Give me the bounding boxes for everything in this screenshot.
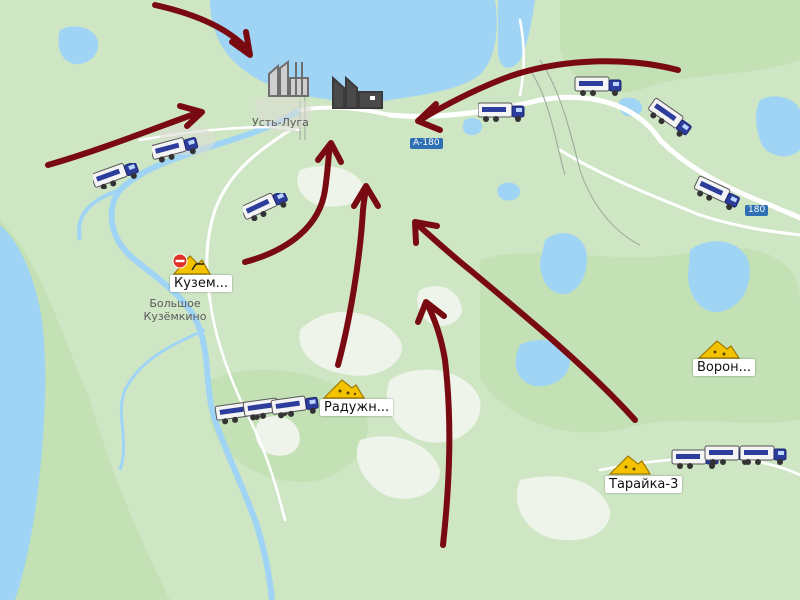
poi-label-raduzhn[interactable]: Радужн... xyxy=(320,399,394,416)
left-sea-water xyxy=(0,225,46,600)
arrow xyxy=(177,103,205,129)
poi-label-voron[interactable]: Ворон... xyxy=(693,359,755,376)
lakes xyxy=(58,26,800,387)
arrow xyxy=(412,219,440,246)
truck-icon[interactable] xyxy=(243,193,295,221)
truck-icon[interactable] xyxy=(478,101,532,127)
truck-icon[interactable] xyxy=(738,440,792,468)
truck-icon[interactable] xyxy=(93,163,145,189)
truck-icon[interactable] xyxy=(572,75,632,101)
poi-label-taraika[interactable]: Тарайка-3 xyxy=(605,476,683,493)
arrow xyxy=(425,302,453,548)
truck-icon[interactable] xyxy=(690,175,746,211)
road-badge-a180: А-180 xyxy=(410,138,443,149)
arrow xyxy=(415,299,447,325)
place-label-ust-luga: Усть-Луга xyxy=(252,116,309,129)
arrow xyxy=(415,222,638,423)
arrow xyxy=(229,29,253,58)
arrow xyxy=(242,142,333,265)
arrow xyxy=(335,185,369,368)
place-label-bolshoe-kuzemkino: Большое Кузёмкино xyxy=(143,297,207,323)
arrow xyxy=(415,101,443,133)
road-badge-180: 180 xyxy=(745,205,769,216)
open-areas xyxy=(255,166,611,541)
quarry-icon[interactable] xyxy=(697,338,741,360)
arrow xyxy=(417,58,681,123)
arrow xyxy=(45,109,203,168)
truck-icon[interactable] xyxy=(270,391,324,421)
arrow xyxy=(351,183,381,209)
quarry-icon[interactable] xyxy=(172,250,212,276)
poi-label-kuzem[interactable]: Кузем... xyxy=(170,275,233,292)
truck-icon[interactable] xyxy=(152,137,204,163)
factory-icon[interactable] xyxy=(330,70,384,112)
factory-icon[interactable] xyxy=(266,58,312,100)
truck-icon[interactable] xyxy=(645,98,697,138)
arrow xyxy=(315,140,344,165)
arrow xyxy=(152,2,251,53)
no-entry-icon xyxy=(172,253,188,269)
quarry-icon[interactable] xyxy=(608,452,652,476)
quarry-icon[interactable] xyxy=(322,376,366,400)
